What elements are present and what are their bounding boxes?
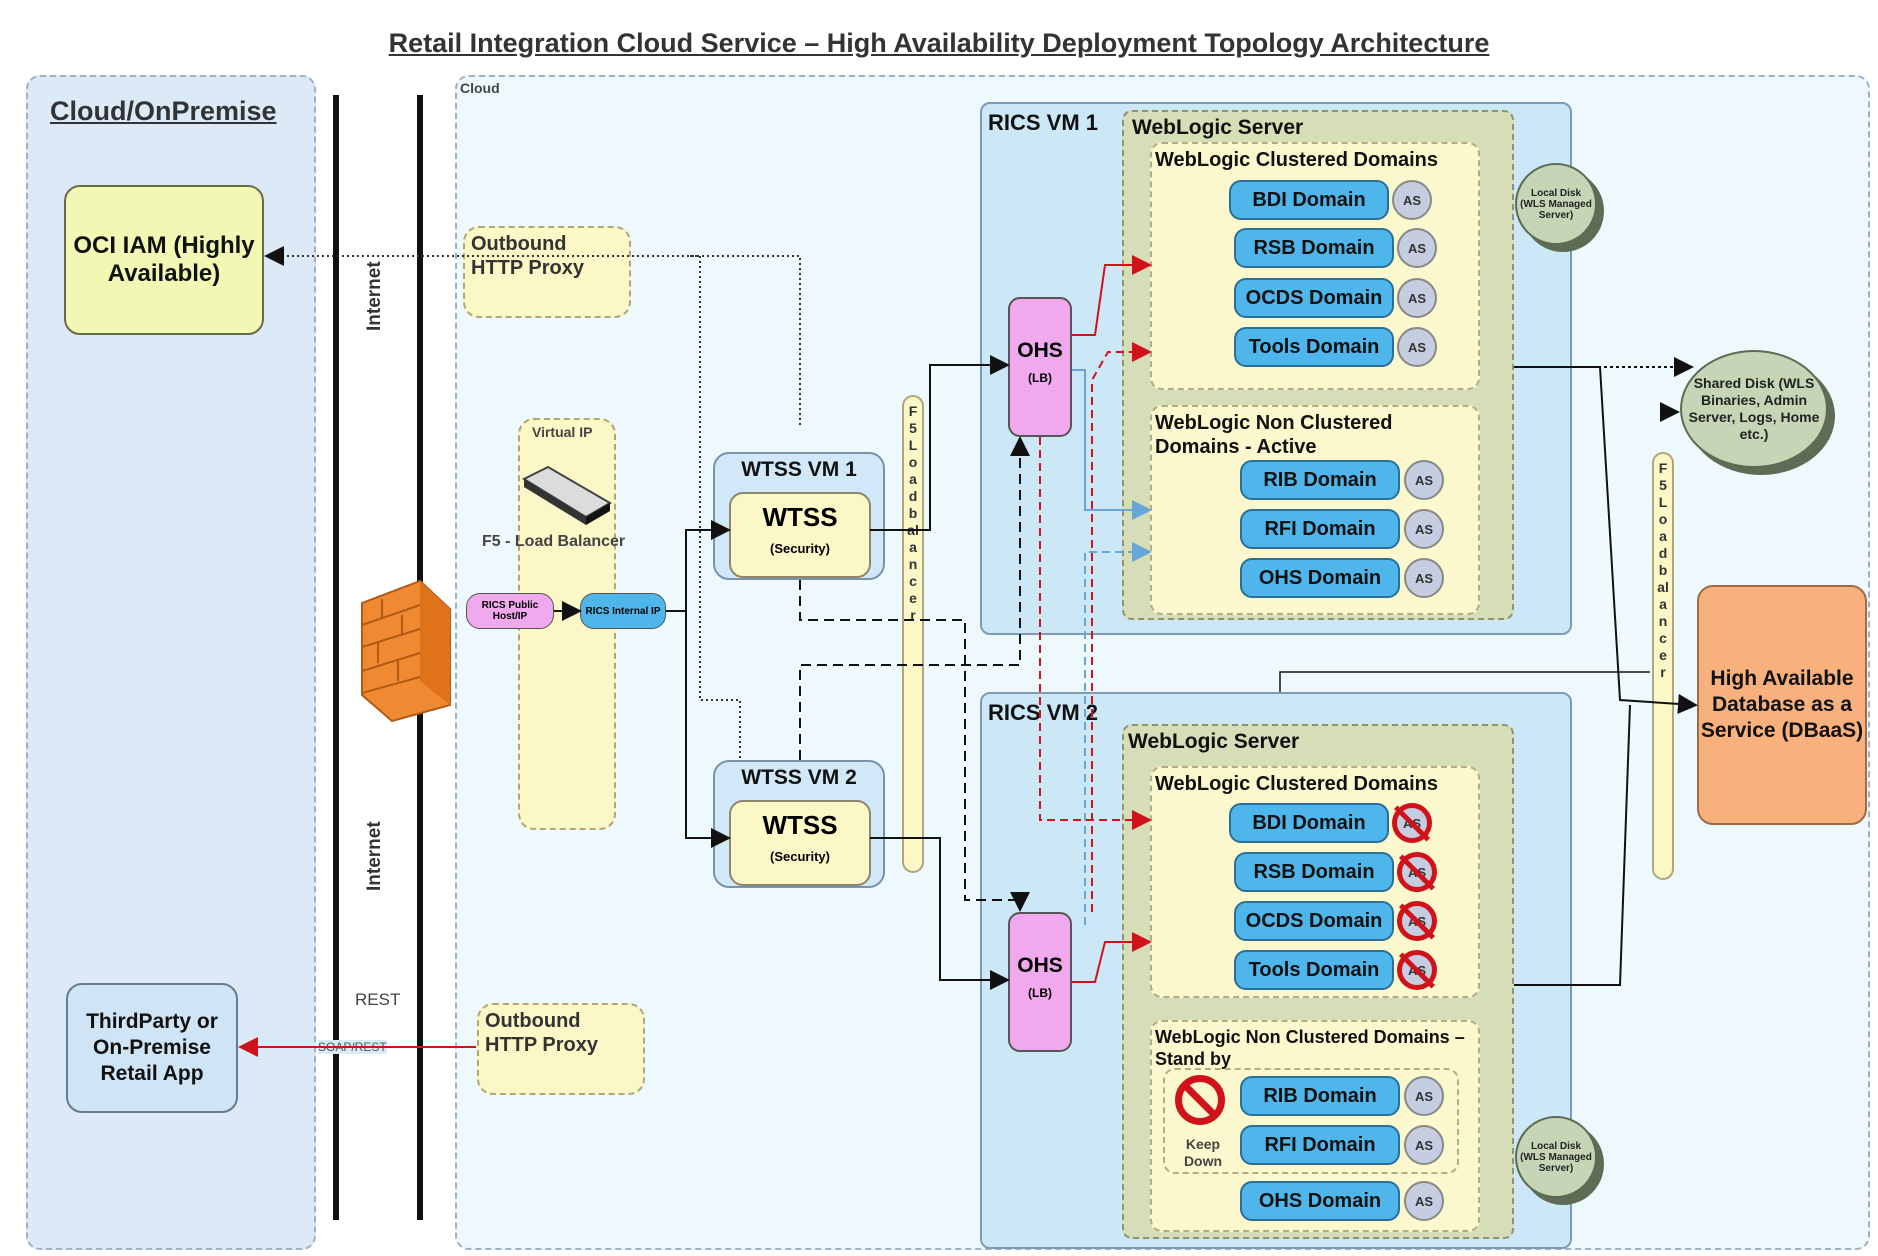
wtss-vm1: WTSS VM 1 WTSS (Security) <box>713 452 885 580</box>
vm2-rib-domain: RIB Domain <box>1240 1076 1400 1116</box>
vm2-tools-as-disabled-icon: AS <box>1397 950 1437 990</box>
ohs-vm2-name: OHS <box>1017 954 1063 977</box>
f5-bar-right-text: F5 Load balancer <box>1657 460 1669 680</box>
vm1-ohs-domain: OHS Domain <box>1240 558 1400 598</box>
keep-down-label: Keep Down <box>1183 1136 1223 1169</box>
vm1-clustered-title: WebLogic Clustered Domains <box>1155 149 1439 171</box>
rics-public-ip-pill: RICS Public Host/IP <box>466 593 554 629</box>
ohs-lb-vm1: OHS (LB) <box>1008 297 1072 437</box>
f5-bar-right: F5 Load balancer <box>1652 452 1674 880</box>
oci-iam-box: OCI IAM (Highly Available) <box>64 185 264 335</box>
vm2-tools-domain: Tools Domain <box>1234 950 1394 990</box>
wtss-vm1-title: WTSS VM 1 <box>741 458 857 481</box>
vm2-bdi-as-disabled-icon: AS <box>1392 803 1432 843</box>
wtss-vm2-name: WTSS <box>762 810 838 840</box>
vm2-non-clustered-title: WebLogic Non Clustered Domains – Stand b… <box>1155 1027 1465 1069</box>
wtss-vm2-sub: (Security) <box>770 849 830 864</box>
ohs-vm1-name: OHS <box>1017 339 1063 362</box>
ohs-lb-vm2: OHS (LB) <box>1008 912 1072 1052</box>
firewall-icon <box>361 579 451 723</box>
f5-load-balancer-label: F5 - Load Balancer <box>482 533 626 550</box>
vm1-rib-as-icon: AS <box>1404 460 1444 500</box>
dbaas-box: High Available Database as a Service (DB… <box>1697 585 1867 825</box>
vm2-ohs-as-icon: AS <box>1404 1181 1444 1221</box>
vm2-rib-as-icon: AS <box>1404 1076 1444 1116</box>
rics-internal-ip-pill: RICS Internal IP <box>580 593 666 629</box>
wtss-vm1-sub: (Security) <box>770 541 830 556</box>
vm1-weblogic-server-title: WebLogic Server <box>1132 116 1304 139</box>
rics-vm2-label: RICS VM 2 <box>988 700 1099 725</box>
vm2-rsb-as-disabled-icon: AS <box>1397 852 1437 892</box>
rest-label: REST <box>355 990 401 1009</box>
internet-line-left <box>333 95 339 1220</box>
vm1-rfi-domain: RFI Domain <box>1240 509 1400 549</box>
cloud-region-title: Cloud <box>460 80 500 96</box>
vm2-weblogic-server-title: WebLogic Server <box>1128 730 1300 753</box>
outbound-proxy-top: Outbound HTTP Proxy <box>463 226 631 318</box>
rics-vm1-label: RICS VM 1 <box>988 110 1099 135</box>
vm1-ohs-as-icon: AS <box>1404 558 1444 598</box>
vm1-bdi-as-icon: AS <box>1392 180 1432 220</box>
local-disk-vm2: Local Disk (WLS Managed Server) <box>1515 1116 1597 1198</box>
vm1-non-clustered-title: WebLogic Non Clustered Domains - Active <box>1155 412 1393 458</box>
keep-down-icon <box>1175 1075 1225 1125</box>
vm2-standby-group <box>1163 1068 1459 1174</box>
wtss-vm2-title: WTSS VM 2 <box>741 766 857 789</box>
vm2-rfi-domain: RFI Domain <box>1240 1125 1400 1165</box>
vm2-ohs-domain: OHS Domain <box>1240 1181 1400 1221</box>
virtual-ip-label: Virtual IP <box>532 424 593 440</box>
vm1-bdi-domain: BDI Domain <box>1229 180 1389 220</box>
wtss-vm1-node: WTSS (Security) <box>729 492 871 578</box>
wtss-vm2: WTSS VM 2 WTSS (Security) <box>713 760 885 888</box>
vm2-ocds-as-disabled-icon: AS <box>1397 901 1437 941</box>
vm1-tools-domain: Tools Domain <box>1234 327 1394 367</box>
vm2-rsb-domain: RSB Domain <box>1234 852 1394 892</box>
vm1-rsb-as-icon: AS <box>1397 228 1437 268</box>
vm2-ocds-domain: OCDS Domain <box>1234 901 1394 941</box>
local-disk-vm1: Local Disk (WLS Managed Server) <box>1515 163 1597 245</box>
vm1-rsb-domain: RSB Domain <box>1234 228 1394 268</box>
vm1-rib-domain: RIB Domain <box>1240 460 1400 500</box>
ohs-vm1-sub: (LB) <box>1028 371 1052 385</box>
vm2-bdi-domain: BDI Domain <box>1229 803 1389 843</box>
wtss-vm2-node: WTSS (Security) <box>729 800 871 886</box>
thirdparty-app-box: ThirdParty or On-Premise Retail App <box>66 983 238 1113</box>
vm1-tools-as-icon: AS <box>1397 327 1437 367</box>
f5-bar-left: F5 Load balancer <box>902 395 924 873</box>
vm1-ocds-as-icon: AS <box>1397 278 1437 318</box>
wtss-vm1-name: WTSS <box>762 502 838 532</box>
page-title: Retail Integration Cloud Service – High … <box>388 28 1490 58</box>
outbound-proxy-bottom: Outbound HTTP Proxy <box>477 1003 645 1095</box>
vm1-ocds-domain: OCDS Domain <box>1234 278 1394 318</box>
vm1-rfi-as-icon: AS <box>1404 509 1444 549</box>
load-balancer-device-icon <box>521 465 612 525</box>
shared-disk: Shared Disk (WLS Binaries, Admin Server,… <box>1680 350 1828 468</box>
ohs-vm2-sub: (LB) <box>1028 986 1052 1000</box>
vm2-rfi-as-icon: AS <box>1404 1125 1444 1165</box>
vm2-clustered-title: WebLogic Clustered Domains <box>1155 773 1439 795</box>
onprem-region-title: Cloud/OnPremise <box>50 96 277 126</box>
